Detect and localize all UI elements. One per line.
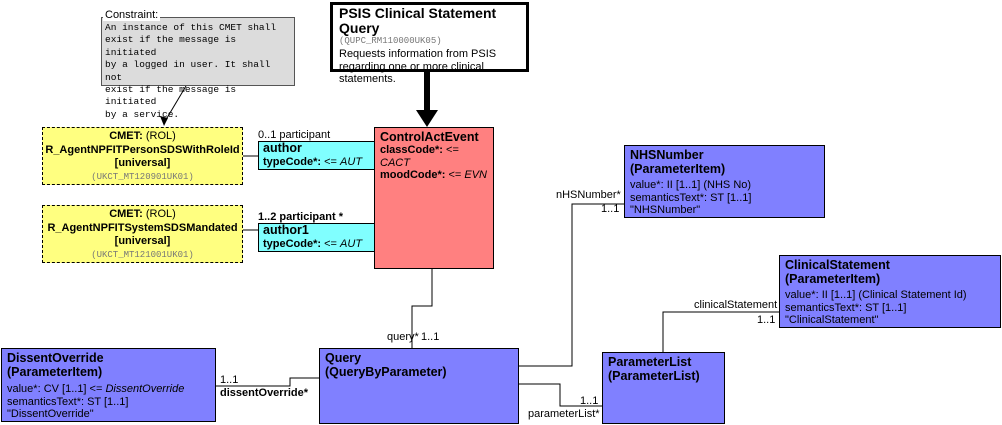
nhsnumber-multiplicity: 1..1	[601, 203, 620, 215]
constraint-note: An instance of this CMET shall exist if …	[101, 17, 295, 120]
dissent-override-semantics-attr: semanticsText*: ST [1..1] "DissentOverri…	[7, 395, 129, 421]
query-subname: (QueryByParameter)	[325, 365, 447, 379]
entry-arrowhead	[416, 110, 438, 127]
entry-description: Requests information from PSIS regarding…	[339, 48, 497, 85]
nhsnumber-link-line	[519, 203, 624, 367]
cmet-flavor: [universal]	[114, 157, 171, 169]
parameterlist-multiplicity: 1..1	[580, 395, 599, 407]
dissent-override-class-box: DissentOverride (ParameterItem) value*: …	[1, 348, 216, 422]
attr-value: AUT	[340, 156, 363, 168]
dissent-override-value-attr: value*: CV [1..1] <= DissentOverride	[7, 383, 210, 396]
clinical-statement-name: ClinicalStatement	[785, 258, 890, 272]
cmet-prefix: CMET:	[109, 208, 143, 220]
attr-operator: <=	[324, 156, 337, 168]
clinicalstatement-link-line	[662, 311, 779, 352]
constraint-line: by a service.	[105, 108, 180, 120]
attr-name: classCode*:	[380, 144, 443, 156]
query-role-label: query*	[387, 331, 419, 343]
control-act-event-name: ControlActEvent	[380, 130, 479, 144]
cmet-code: (UKCT_MT121001UK01)	[91, 249, 194, 260]
author-multiplicity: 0..1 participant	[258, 129, 331, 141]
dissent-override-subname: (ParameterItem)	[7, 365, 103, 379]
parameterlist-role-label: parameterList*	[528, 408, 600, 420]
clinical-statement-semantics-attr: semanticsText*: ST [1..1] "ClinicalState…	[785, 301, 907, 327]
query-link-line	[411, 268, 433, 348]
parameterlist-link-line	[519, 383, 602, 407]
clinicalstatement-multiplicity: 1..1	[757, 314, 776, 326]
cmet-type: (ROL)	[145, 208, 176, 220]
constraint-line: exist if the message is initiated	[105, 34, 237, 58]
cmet-header: CMET: (ROL)	[43, 208, 242, 222]
nhs-number-value-attr: value*: II [1..1] (NHS No)	[630, 179, 752, 191]
author-typecode: typeCode*: <= AUT	[263, 155, 374, 169]
clinicalstatement-role-label: clinicalStatement	[694, 299, 778, 311]
nhs-number-semantics-attr: semanticsText*: ST [1..1] "NHSNumber"	[630, 191, 752, 217]
attr-name: typeCode*:	[263, 156, 322, 168]
constraint-line: exist if the message is initiated	[105, 84, 237, 108]
parameter-list-class-box: ParameterList (ParameterList)	[602, 352, 725, 424]
attr-name: typeCode*:	[263, 238, 322, 250]
attr-value: DissentOverride	[105, 383, 185, 395]
parameter-list-subname: (ParameterList)	[608, 369, 700, 383]
constraint-arrowhead	[160, 116, 168, 126]
cmet-name: R_AgentNPFITSystemSDSMandated	[47, 221, 238, 234]
constraint-arrow-line	[163, 85, 187, 124]
cmet-type: (ROL)	[145, 130, 176, 142]
nhs-number-subname: (ParameterItem)	[630, 162, 726, 176]
author-participation-box: author typeCode*: <= AUT	[258, 141, 375, 170]
dissentoverride-link-line	[216, 377, 319, 387]
nhs-number-name: NHSNumber	[630, 148, 704, 162]
cmet-name: R_AgentNPFITPersonSDSWithRoleId	[45, 143, 240, 156]
parameter-list-name: ParameterList	[608, 355, 692, 369]
attr-operator: <=	[448, 169, 462, 181]
clinical-statement-value-attr: value*: II [1..1] (Clinical Statement Id…	[785, 289, 967, 301]
cmet-flavor: [universal]	[114, 235, 171, 247]
moodcode-attr: moodCode*: <= EVN	[380, 169, 488, 182]
nhsnumber-role-label: nHSNumber*	[556, 189, 621, 201]
clinical-statement-subname: (ParameterItem)	[785, 272, 881, 286]
constraint-label: Constraint:	[103, 9, 161, 21]
author1-name: author1	[263, 223, 309, 237]
attr-value: EVN	[464, 169, 487, 181]
entry-title: PSIS Clinical Statement Query	[339, 5, 497, 36]
attr-operator: <=	[324, 238, 337, 250]
author1-participation-box: author1 typeCode*: <= AUT	[258, 223, 375, 252]
author1-multiplicity: 1..2 participant *	[258, 211, 343, 223]
attr-value: CACT	[380, 156, 410, 169]
dissent-override-name: DissentOverride	[7, 351, 104, 365]
cmet-code: (UKCT_MT120901UK01)	[91, 171, 194, 182]
attr-operator: <=	[446, 144, 459, 156]
cmet-header: CMET: (ROL)	[43, 130, 242, 144]
query-class-box: Query (QueryByParameter)	[319, 348, 519, 424]
author1-typecode: typeCode*: <= AUT	[263, 237, 374, 251]
attr-name: moodCode*:	[380, 169, 446, 181]
attr-prefix: value*: CV [1..1] <=	[7, 383, 103, 395]
nhs-number-class-box: NHSNumber (ParameterItem) value*: II [1.…	[624, 145, 825, 218]
author-name: author	[263, 141, 302, 155]
cmet-agent-person-box: CMET: (ROL) R_AgentNPFITPersonSDSWithRol…	[42, 127, 243, 185]
query-name: Query	[325, 351, 362, 365]
entry-point-box: PSIS Clinical Statement Query (QUPC_RM11…	[330, 2, 529, 85]
attr-value: AUT	[340, 238, 363, 250]
dissentoverride-role-label: dissentOverride*	[220, 387, 309, 399]
entry-code: (QUPC_RM110000UK05)	[339, 36, 442, 46]
dissentoverride-multiplicity: 1..1	[220, 374, 239, 386]
control-act-event-box: ControlActEvent classCode*: <= CACT mood…	[374, 127, 494, 269]
constraint-line: An instance of this CMET shall	[105, 22, 277, 33]
cmet-prefix: CMET:	[109, 130, 143, 142]
classcode-attr: classCode*: <= CACT	[380, 144, 488, 169]
clinical-statement-class-box: ClinicalStatement (ParameterItem) value*…	[779, 255, 1001, 328]
constraint-line: by a logged in user. It shall not	[105, 59, 271, 83]
cmet-agent-system-box: CMET: (ROL) R_AgentNPFITSystemSDSMandate…	[42, 205, 243, 263]
query-multiplicity: 1..1	[421, 331, 440, 343]
